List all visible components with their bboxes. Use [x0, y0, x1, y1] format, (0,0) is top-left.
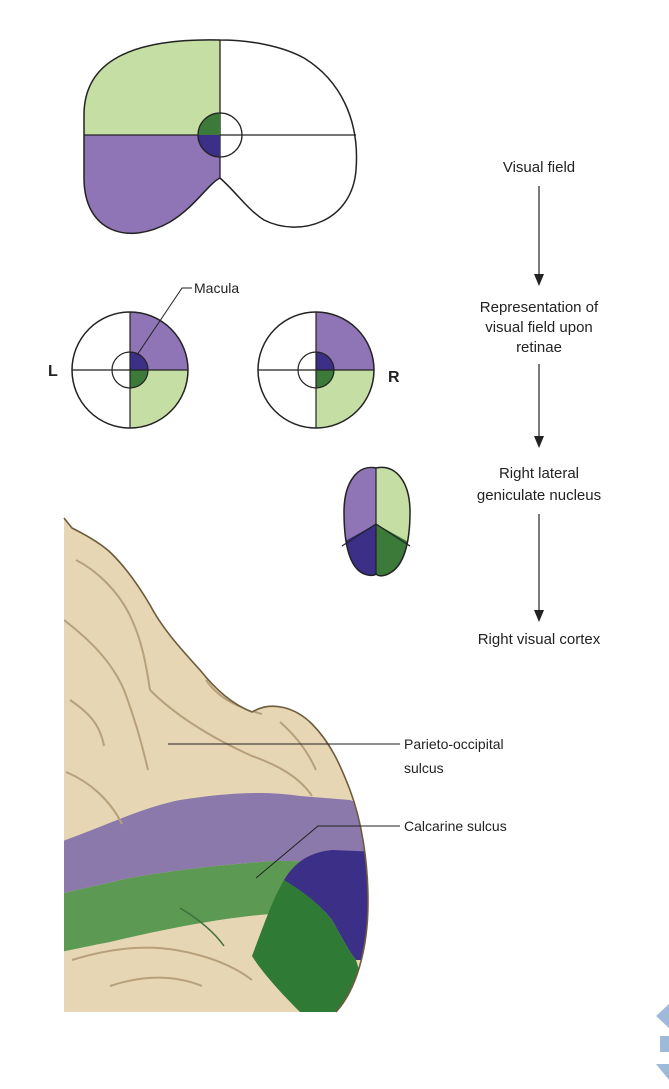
corner-up-triangle-icon: [656, 1004, 669, 1028]
gyrus-line-2: [64, 619, 149, 771]
parieto-occipital-label-line-1: Parieto-occipital: [404, 736, 504, 752]
gyrus-line-9: [65, 771, 123, 825]
gyrus-line-8: [109, 976, 203, 987]
macula-leader-line: [136, 287, 192, 356]
lgn-lower-divider: [341, 523, 411, 547]
left-retina-macula-upper: [130, 352, 148, 370]
flow-arrowhead-1: [534, 274, 544, 286]
flow-arrowhead-3: [534, 610, 544, 622]
flow-step-lgn-line-1: Right lateral: [499, 465, 579, 482]
corner-down-triangle-icon: [656, 1064, 669, 1080]
gyrus-line-1: [75, 559, 151, 691]
occipital-cortex-illustration: [63, 517, 369, 1013]
corner-bar: [660, 1036, 669, 1052]
right-retina-macula-upper: [316, 352, 334, 370]
gyrus-line-3: [69, 699, 105, 747]
flow-step-lgn-line-2: geniculate nucleus: [477, 487, 601, 504]
cortex-upper-bank-purple: [64, 793, 368, 894]
flow-step-visual-field: Visual field: [503, 159, 575, 176]
field-macula-lower-left: [198, 135, 220, 157]
lateral-geniculate-nucleus: [341, 466, 411, 577]
gyrus-line-4: [149, 689, 313, 797]
flow-step-retinae-line-1: Representation of: [480, 299, 599, 316]
corner-fragment: [656, 1004, 669, 1080]
right-eye-label: R: [388, 369, 400, 386]
visual-field-map: [83, 39, 358, 235]
flow-step-visual-cortex: Right visual cortex: [478, 631, 601, 648]
left-retina-macula-lower: [130, 370, 148, 388]
field-outline: [83, 39, 358, 235]
left-retina: [71, 311, 189, 429]
field-macula-upper-left: [198, 113, 220, 135]
gyrus-line-10: [179, 907, 225, 947]
gyrus-line-5: [205, 679, 263, 715]
left-eye-label: L: [48, 363, 58, 380]
cortex-macular-purple: [284, 850, 368, 960]
brain-outline: [63, 517, 369, 1013]
field-macula-circle: [197, 112, 243, 158]
macula-label: Macula: [194, 280, 239, 296]
flow-arrowhead-2: [534, 436, 544, 448]
flow-step-retinae-line-3: retinae: [516, 339, 562, 356]
parieto-occipital-label-line-2: sulcus: [404, 760, 444, 776]
flow-step-retinae-line-2: visual field upon: [485, 319, 593, 336]
cortex-macular-green: [252, 880, 368, 1012]
gyrus-line-7: [71, 946, 253, 981]
pathway-flowchart: Visual field Representation of visual fi…: [477, 159, 601, 648]
right-retina-macula-lower: [316, 370, 334, 388]
right-retina: [257, 311, 375, 429]
calcarine-leader-line: [255, 825, 400, 879]
calcarine-sulcus-label: Calcarine sulcus: [404, 818, 507, 834]
